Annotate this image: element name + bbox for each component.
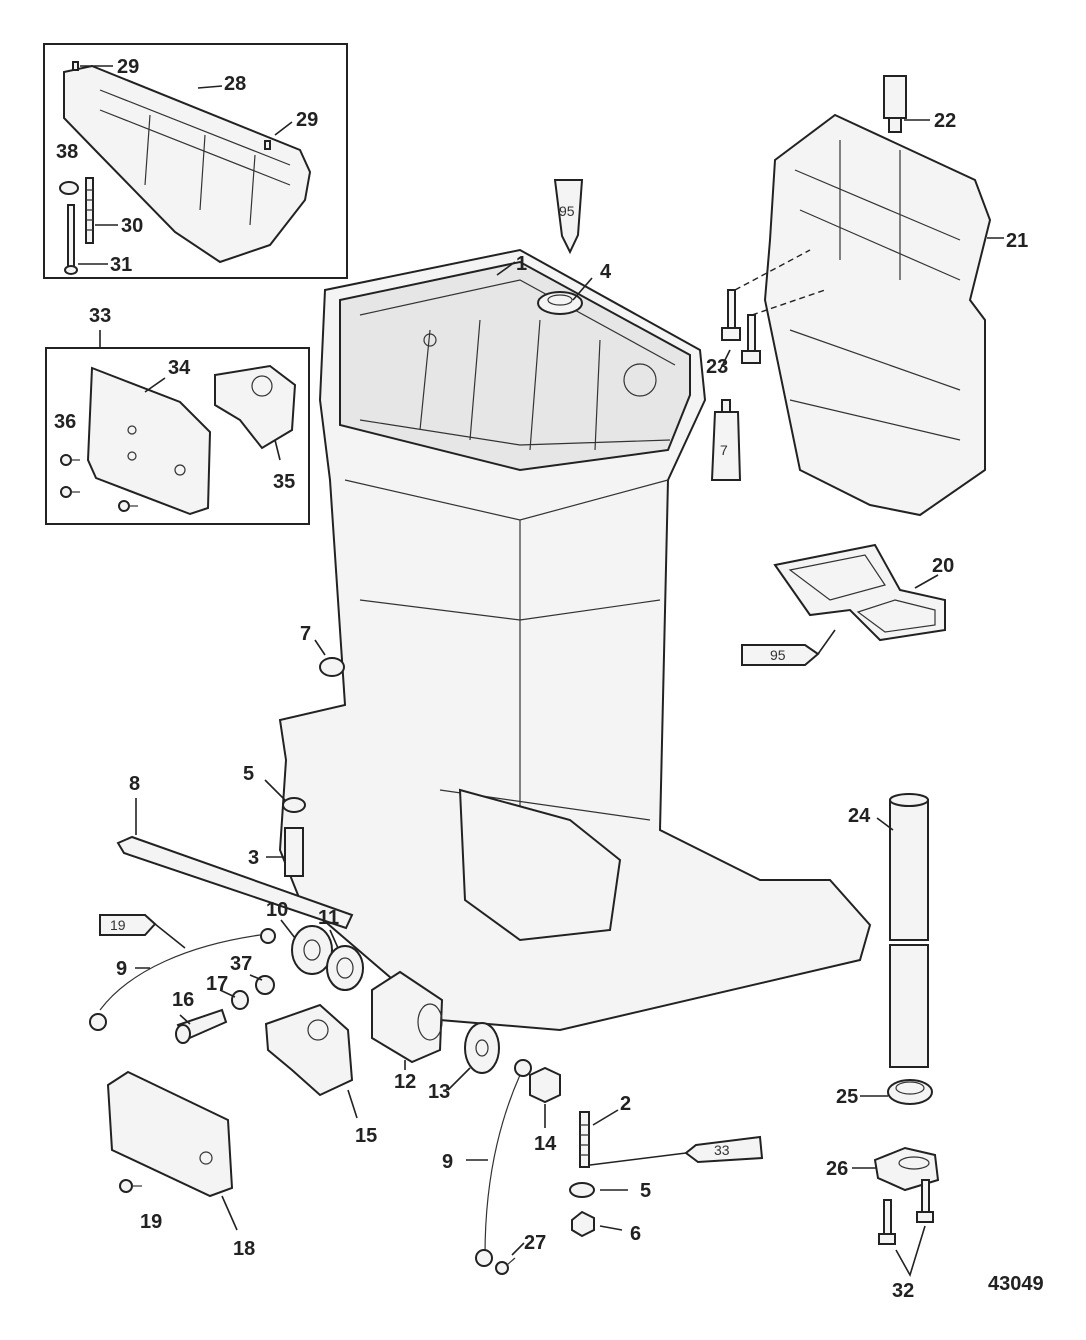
part-29-pin-right	[264, 140, 271, 150]
part-5-washer-bottom	[569, 1182, 595, 1198]
part-11-washer	[326, 945, 364, 991]
callout-27: 27	[524, 1232, 546, 1254]
callout-20: 20	[932, 555, 954, 577]
callout-1: 1	[516, 253, 527, 275]
callout-8: 8	[129, 773, 140, 795]
callout-13: 13	[428, 1081, 450, 1103]
inset-box-clamp	[45, 347, 310, 525]
tube-label-19: 19	[110, 917, 126, 933]
part-95-tube-top	[553, 179, 584, 255]
part-95-tube-gasket	[741, 644, 820, 666]
part-33-tube	[684, 1135, 764, 1164]
part-1-driveshaft-housing	[278, 248, 872, 1032]
part-24-water-tube	[889, 793, 929, 1068]
part-29-pin-top	[72, 61, 79, 71]
part-36-screw-c	[118, 500, 138, 512]
part-18-cover	[106, 1070, 234, 1198]
callout-29-top: 29	[117, 56, 139, 78]
part-2-stud	[579, 1111, 590, 1168]
callout-14: 14	[534, 1133, 557, 1155]
callout-21: 21	[1006, 230, 1028, 252]
part-22-filter-screen	[883, 75, 907, 133]
part-23-bolt-a	[721, 289, 741, 341]
part-19-tube-left	[99, 914, 157, 936]
callout-2: 2	[620, 1093, 631, 1115]
tube-label-7: 7	[720, 442, 728, 458]
callout-28: 28	[224, 73, 246, 95]
part-37-washer	[255, 975, 275, 995]
part-8-through-bolt	[116, 835, 354, 930]
part-36-screw-a	[60, 454, 80, 466]
tube-label-33: 33	[714, 1142, 730, 1158]
callout-32: 32	[892, 1280, 914, 1302]
part-14-nut	[529, 1066, 561, 1104]
diagram-number: 43049	[988, 1273, 1044, 1295]
part-32-screw-a	[878, 1199, 896, 1245]
part-32-screw-b	[916, 1179, 934, 1223]
part-30-stud	[85, 177, 94, 244]
callout-9-bottom: 9	[442, 1151, 453, 1173]
callout-26: 26	[826, 1158, 848, 1180]
part-19-screw	[119, 1179, 142, 1193]
callout-5-bottom: 5	[640, 1180, 651, 1202]
tube-label-95-gasket: 95	[770, 647, 786, 663]
part-9-ground-cable-bottom	[475, 1059, 532, 1267]
part-34-rear-mount-cover	[86, 366, 212, 516]
part-27-screw	[495, 1257, 516, 1275]
part-5-washer-top	[282, 797, 306, 813]
callout-24: 24	[848, 805, 871, 827]
part-17-lockwasher	[231, 990, 249, 1010]
inset-box-stabilizer	[43, 43, 348, 279]
callout-12: 12	[394, 1071, 416, 1093]
callout-38: 38	[56, 141, 78, 163]
part-38-washer	[59, 181, 79, 195]
callout-22: 22	[934, 110, 956, 132]
part-23-bolt-b	[741, 314, 761, 364]
part-4-seal	[537, 291, 583, 315]
callout-33: 33	[89, 305, 111, 327]
callout-19: 19	[140, 1211, 162, 1233]
part-7-plug	[319, 657, 345, 677]
part-6-nut	[571, 1210, 595, 1238]
callout-34: 34	[168, 357, 191, 379]
part-20-gasket	[773, 543, 946, 642]
callout-4: 4	[600, 261, 612, 283]
callout-35: 35	[273, 471, 295, 493]
callout-31: 31	[110, 254, 132, 276]
callout-3: 3	[248, 847, 259, 869]
part-35-clamp	[214, 364, 297, 450]
tube-label-95-top: 95	[559, 203, 575, 219]
part-9-ground-cable-top	[89, 928, 276, 1031]
callout-9-left: 9	[116, 958, 127, 980]
callout-36: 36	[54, 411, 76, 433]
callout-29-right: 29	[296, 109, 318, 131]
part-16-bolt	[175, 1008, 228, 1044]
callout-18: 18	[233, 1238, 255, 1260]
callout-10: 10	[266, 899, 288, 921]
part-36-screw-b	[60, 486, 80, 498]
callout-37: 37	[230, 953, 252, 975]
part-15-clamp	[264, 1003, 354, 1097]
part-3-bushing	[284, 827, 304, 877]
part-13-washer	[464, 1022, 500, 1074]
callout-7: 7	[300, 623, 311, 645]
callout-30: 30	[121, 215, 143, 237]
part-10-washer	[291, 925, 333, 975]
part-31-bolt	[64, 204, 78, 275]
callout-25: 25	[836, 1086, 858, 1108]
callout-17: 17	[206, 973, 228, 995]
callout-6: 6	[630, 1223, 641, 1245]
part-7-tube	[710, 399, 742, 481]
part-12-lower-mount	[371, 970, 444, 1064]
callout-11: 11	[318, 907, 339, 929]
callout-16: 16	[172, 989, 194, 1011]
part-25-grommet	[887, 1079, 933, 1105]
callout-5-top: 5	[243, 763, 254, 785]
part-28-plate	[63, 64, 312, 264]
callout-15: 15	[355, 1125, 377, 1147]
part-21-adapter-plate	[763, 113, 992, 517]
callout-23: 23	[706, 356, 728, 378]
